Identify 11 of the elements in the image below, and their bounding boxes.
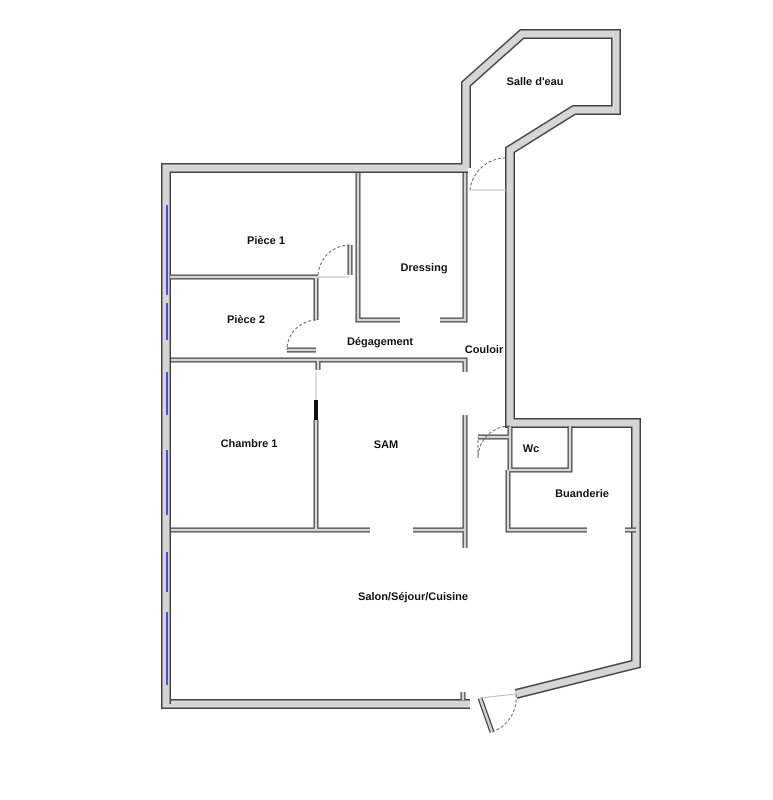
room-label: Pièce 2 <box>227 314 265 326</box>
room-label: SAM <box>374 439 398 451</box>
room-label: Salon/Séjour/Cuisine <box>358 591 468 603</box>
room-label: Wc <box>522 443 540 455</box>
room-label: Dressing <box>400 262 448 274</box>
room-label: Pièce 1 <box>247 235 285 247</box>
room-label: Salle d'eau <box>506 76 564 88</box>
room-label: Dégagement <box>346 336 414 348</box>
room-label: Chambre 1 <box>220 438 278 450</box>
room-label: Couloir <box>464 344 504 356</box>
room-label: Buanderie <box>555 488 609 500</box>
